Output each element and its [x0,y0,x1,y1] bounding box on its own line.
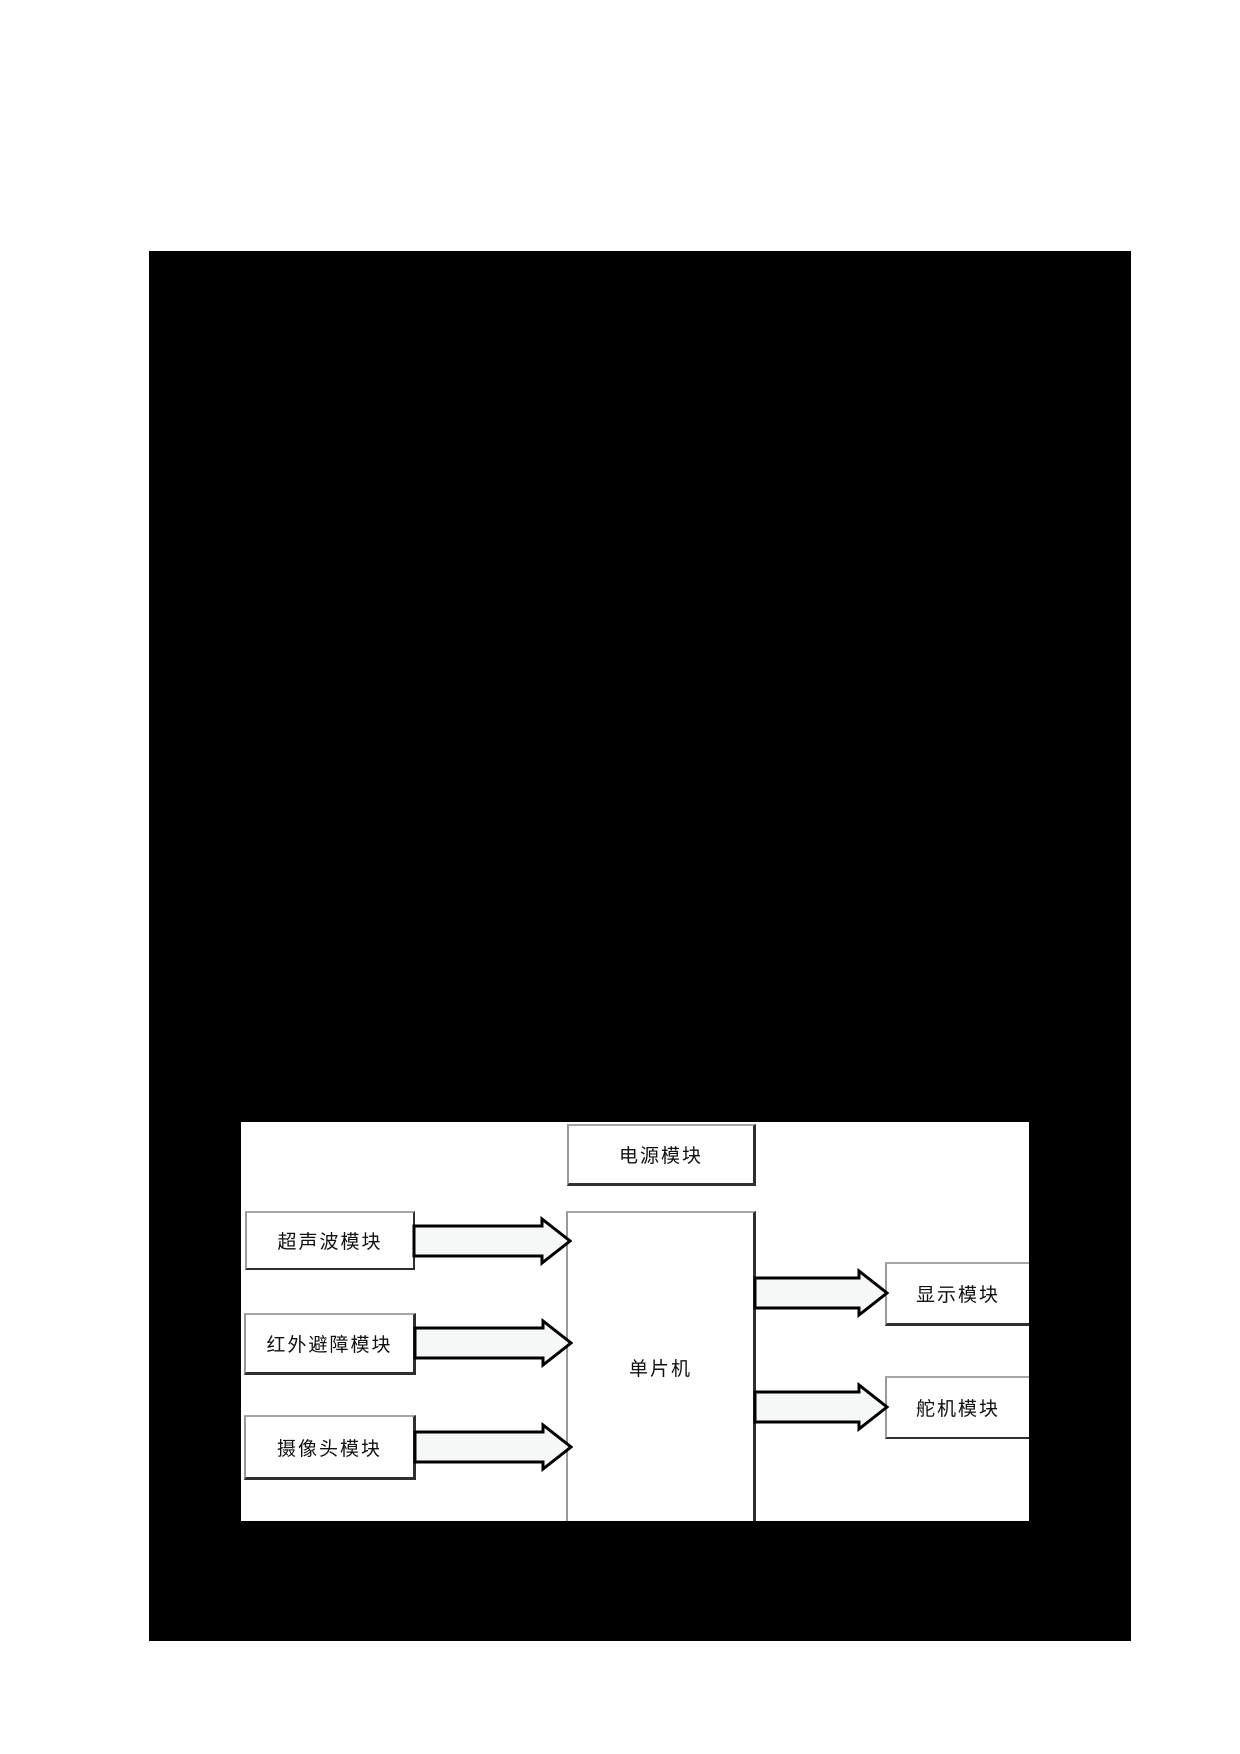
box-infrared-obstacle-module-label: 红外避障模块 [266,1335,393,1356]
box-camera-module: 摄像头模块 [244,1415,416,1480]
arrow-infrared-to-mcu-icon [413,1318,573,1368]
box-servo-module-label: 舵机模块 [915,1399,1000,1420]
box-power-module: 电源模块 [567,1124,756,1186]
box-display-module: 显示模块 [885,1262,1029,1326]
arrow-mcu-to-display-icon [753,1268,891,1318]
box-camera-module-label: 摄像头模块 [276,1438,382,1460]
arrow-mcu-to-servo-icon [753,1382,891,1432]
box-servo-module: 舵机模块 [885,1376,1029,1439]
box-mcu: 单片机 [566,1211,756,1521]
box-power-module-label: 电源模块 [618,1146,703,1167]
box-ultrasonic-module-label: 超声波模块 [277,1232,383,1253]
scanned-black-area: 电源模块 单片机 超声波模块 红外避障模块 摄像头模块 显示模块 舵机模块 [149,251,1131,1641]
box-display-module-label: 显示模块 [915,1285,1000,1306]
arrow-camera-to-mcu-icon [413,1422,573,1472]
box-infrared-obstacle-module: 红外避障模块 [244,1313,416,1375]
arrow-ultrasonic-to-mcu-icon [412,1216,572,1266]
figure-diagram-panel: 电源模块 单片机 超声波模块 红外避障模块 摄像头模块 显示模块 舵机模块 [241,1122,1029,1521]
box-ultrasonic-module: 超声波模块 [245,1211,415,1270]
box-mcu-label: 单片机 [628,1358,692,1380]
